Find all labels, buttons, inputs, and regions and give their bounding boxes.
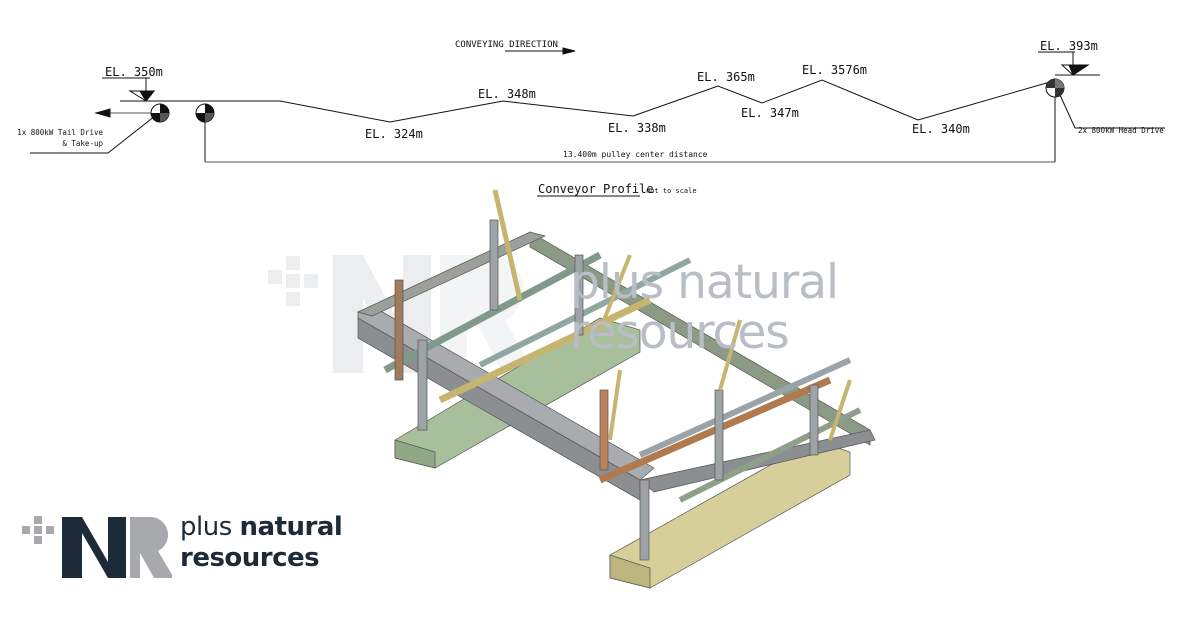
logo-wordmark: plus natural resources	[180, 512, 343, 574]
tail-pulley-icon	[150, 103, 170, 123]
elevation-label: EL. 324m	[365, 127, 423, 141]
profile-title: Conveyor Profile	[538, 182, 654, 196]
take-up-pulley-icon	[195, 103, 215, 123]
profile-subtitle: not to scale	[646, 187, 697, 195]
elevation-label: EL. 393m	[1040, 39, 1098, 53]
conveying-direction-label: CONVEYING DIRECTION	[455, 40, 558, 50]
elevation-label: EL. 350m	[105, 65, 163, 79]
elevation-label: EL. 365m	[697, 70, 755, 84]
logo-text-resources: resources	[180, 543, 320, 573]
company-logo: plus natural resources	[22, 512, 352, 582]
elevation-label: EL. 347m	[741, 106, 799, 120]
head-drive-label: 2x 800kW Head Drive	[1078, 126, 1164, 135]
nr-logo-mark	[22, 516, 174, 578]
belt-profile-line	[120, 79, 1051, 123]
elevation-label: EL. 340m	[912, 122, 970, 136]
conveyor-structure-render	[357, 189, 876, 589]
conveyor-profile	[30, 47, 1165, 197]
elevation-label: EL. 3576m	[802, 63, 867, 77]
elevation-label: EL. 338m	[608, 121, 666, 135]
tail-drive-label-2: & Take-up	[62, 139, 103, 148]
head-pulley-icon	[1045, 78, 1065, 98]
logo-text-natural: natural	[239, 512, 343, 542]
pulley-distance-label: 13.400m pulley center distance	[563, 150, 708, 159]
logo-text-plus: plus	[180, 512, 240, 542]
tail-drive-label: 1x 800kW Tail Drive	[17, 128, 103, 137]
elevation-label: EL. 348m	[478, 87, 536, 101]
